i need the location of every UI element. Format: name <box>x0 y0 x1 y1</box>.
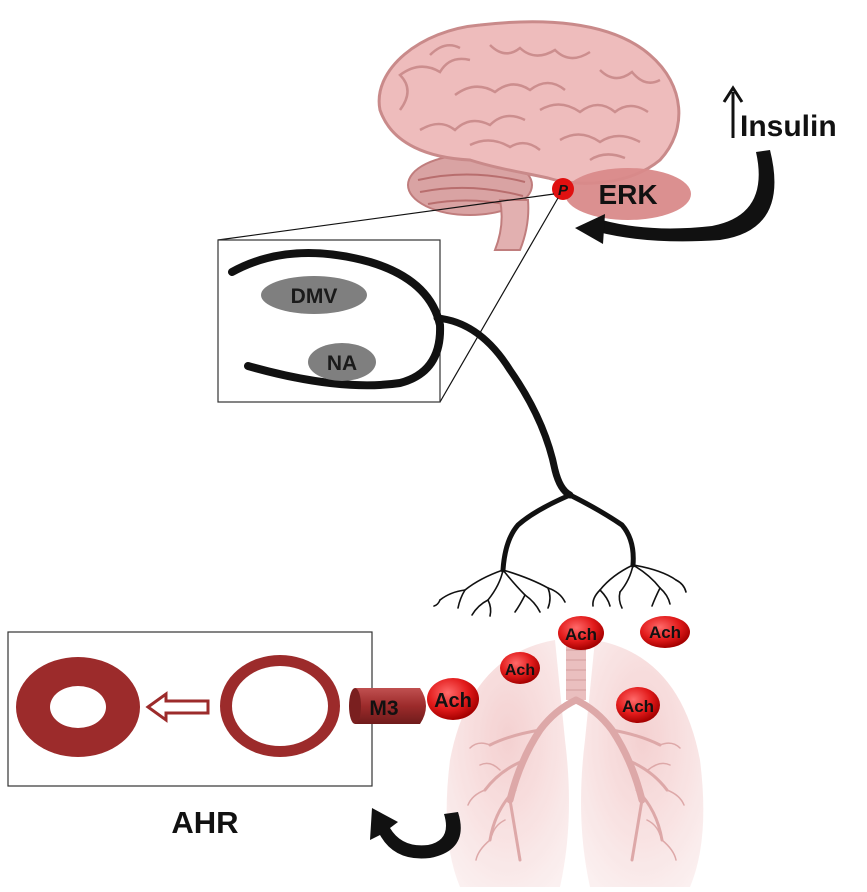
m3-label: M3 <box>369 697 398 720</box>
constricted-airway-ring <box>16 657 140 757</box>
zoom-line-top <box>217 193 555 241</box>
phospho-label: P <box>558 182 569 199</box>
zoom-line-bottom <box>439 197 559 403</box>
lungs-illustration <box>446 640 704 887</box>
ahr-curved-arrow-icon <box>370 808 461 859</box>
m3-receptor <box>349 688 426 724</box>
ach-vesicle: Ach <box>500 652 540 684</box>
ach-vesicle: Ach <box>427 678 479 720</box>
insulin-label: Insulin <box>740 110 837 143</box>
insulin-to-erk-curved-arrow-icon <box>598 150 775 242</box>
svg-text:Ach: Ach <box>505 662 535 679</box>
svg-text:Ach: Ach <box>649 623 681 642</box>
ach-vesicle: Ach <box>616 687 660 723</box>
na-label: NA <box>327 352 357 375</box>
phospho-marker <box>552 178 574 200</box>
svg-text:Ach: Ach <box>565 625 597 644</box>
dmv-nucleus <box>261 276 367 314</box>
svg-text:Ach: Ach <box>434 690 472 712</box>
insulin-up-arrow-icon <box>722 85 744 138</box>
normal-airway-ring <box>220 655 340 757</box>
erk-label: ERK <box>598 179 657 210</box>
na-nucleus <box>308 343 376 381</box>
ach-vesicle: Ach <box>640 616 690 648</box>
vagus-nerve <box>433 314 687 617</box>
erk-ellipse <box>565 168 691 220</box>
brain-illustration <box>377 20 681 251</box>
ach-vesicle: Ach <box>558 616 604 650</box>
svg-text:Ach: Ach <box>622 697 654 716</box>
constriction-arrow-icon <box>145 691 210 723</box>
brainstem-outline <box>228 249 445 390</box>
ahr-label: AHR <box>171 805 238 840</box>
dmv-label: DMV <box>291 285 338 308</box>
